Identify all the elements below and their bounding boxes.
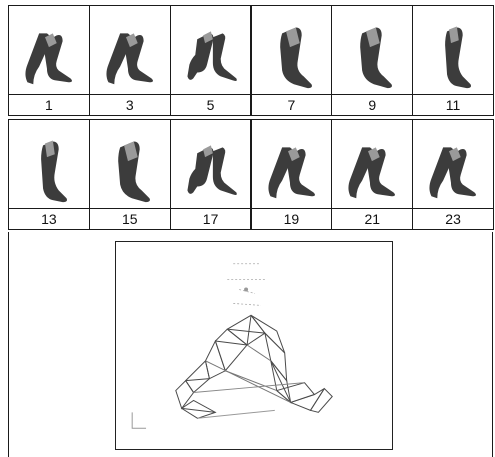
- frame-label: 23: [412, 208, 494, 230]
- wireframe-panel: [8, 232, 493, 457]
- wireframe-model: [116, 242, 392, 449]
- frame-thumbnail: [8, 119, 90, 209]
- frame-label: 3: [89, 94, 171, 116]
- leg-pose-image: [90, 6, 170, 94]
- leg-pose-image: [9, 6, 89, 94]
- frame-thumbnail: [412, 5, 494, 95]
- wireframe-legs: [176, 315, 332, 418]
- frame-grid: 1 3 5 7 9 11 13 15: [8, 5, 493, 233]
- frame-thumbnail: [170, 119, 252, 209]
- leg-pose-image: [252, 6, 332, 94]
- leg-pose-image: [413, 120, 493, 208]
- frame-thumbnail: [8, 5, 90, 95]
- frame-label: 15: [89, 208, 171, 230]
- leg-pose-image: [252, 120, 332, 208]
- frame-thumbnail: [331, 5, 413, 95]
- frame-thumbnail: [170, 5, 252, 95]
- frame-label: 17: [170, 208, 252, 230]
- leg-pose-image: [171, 120, 251, 208]
- frame-thumbnail: [412, 119, 494, 209]
- leg-pose-image: [171, 6, 251, 94]
- frame-label: 5: [170, 94, 252, 116]
- leg-pose-image: [90, 120, 170, 208]
- torso-markers: [227, 264, 267, 306]
- leg-pose-image: [332, 6, 412, 94]
- frame-label: 21: [331, 208, 413, 230]
- frame-label: 13: [8, 208, 90, 230]
- frame-label: 19: [251, 208, 333, 230]
- frame-label: 7: [251, 94, 333, 116]
- frame-thumbnail: [251, 119, 333, 209]
- frame-thumbnail: [89, 119, 171, 209]
- frame-thumbnail: [331, 119, 413, 209]
- frame-label: 1: [8, 94, 90, 116]
- axis-marker: [132, 412, 146, 428]
- frame-label: 9: [331, 94, 413, 116]
- leg-pose-image: [332, 120, 412, 208]
- wireframe-viewport: [115, 241, 393, 450]
- frame-thumbnail: [89, 5, 171, 95]
- frame-thumbnail: [251, 5, 333, 95]
- frame-label: 11: [412, 94, 494, 116]
- leg-pose-image: [9, 120, 89, 208]
- leg-pose-image: [413, 6, 493, 94]
